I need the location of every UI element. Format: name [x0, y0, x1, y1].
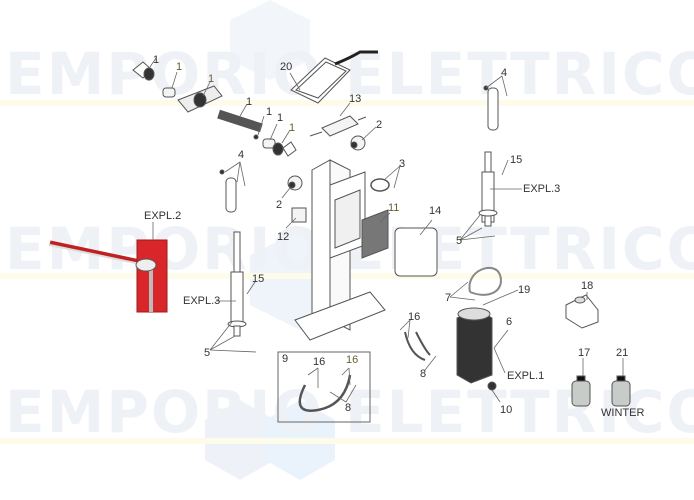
watermark-text: ELETTRICO	[345, 40, 694, 108]
callout-expl3: EXPL.3	[183, 295, 221, 307]
cylinder-right	[478, 151, 498, 227]
callout-11: 11	[388, 202, 400, 214]
callout-expl2: EXPL.2	[144, 210, 182, 222]
callout-18: 18	[581, 280, 594, 292]
shaft-assembly	[132, 61, 297, 157]
watermark-band	[0, 100, 694, 106]
callout-20: 20	[280, 61, 293, 73]
sensing-mat	[290, 50, 378, 104]
callout-7: 7	[445, 292, 452, 304]
callout-1: 1	[153, 54, 160, 66]
callout-winter: WINTER	[601, 407, 645, 419]
callout-2: 2	[276, 199, 283, 211]
callout-9: 9	[282, 353, 289, 365]
callout-16: 16	[408, 311, 421, 323]
callout-13: 13	[349, 93, 362, 105]
watermark-text: EMPORIO	[5, 40, 324, 108]
callout-12: 12	[277, 231, 290, 243]
callout-1: 1	[266, 106, 273, 118]
callout-15: 15	[252, 273, 265, 285]
cylinder-left	[227, 231, 247, 337]
callout-3: 3	[399, 158, 406, 170]
callout-1: 1	[289, 122, 296, 134]
callout-4: 4	[238, 149, 245, 161]
callout-5: 5	[204, 347, 211, 359]
barrier-column	[294, 159, 386, 341]
callout-1: 1	[176, 61, 183, 73]
watermark-text: EMPORIO	[5, 378, 324, 446]
callout-19: 19	[518, 284, 531, 296]
oil-tank	[456, 307, 493, 384]
callout-8: 8	[420, 368, 427, 380]
resistor	[309, 115, 367, 137]
callout-2: 2	[376, 119, 383, 131]
callout-8: 8	[345, 402, 352, 414]
barrier-unit	[49, 239, 168, 313]
callout-10: 10	[500, 404, 513, 416]
callout-14: 14	[429, 205, 442, 217]
watermark-band	[0, 438, 694, 444]
callout-4: 4	[501, 67, 508, 79]
callout-1: 1	[208, 73, 215, 85]
callout-expl1: EXPL.1	[507, 370, 545, 382]
callout-16: 16	[346, 354, 359, 366]
callout-15: 15	[510, 154, 523, 166]
watermark-text: ELETTRICO	[345, 378, 694, 446]
callout-16: 16	[313, 356, 326, 368]
callout-6: 6	[506, 316, 513, 328]
callout-21: 21	[616, 347, 629, 359]
callout-1: 1	[246, 96, 253, 108]
callout-expl3: EXPL.3	[523, 183, 561, 195]
callout-17: 17	[578, 347, 591, 359]
callout-5: 5	[456, 235, 463, 247]
callout-1: 1	[277, 112, 284, 124]
